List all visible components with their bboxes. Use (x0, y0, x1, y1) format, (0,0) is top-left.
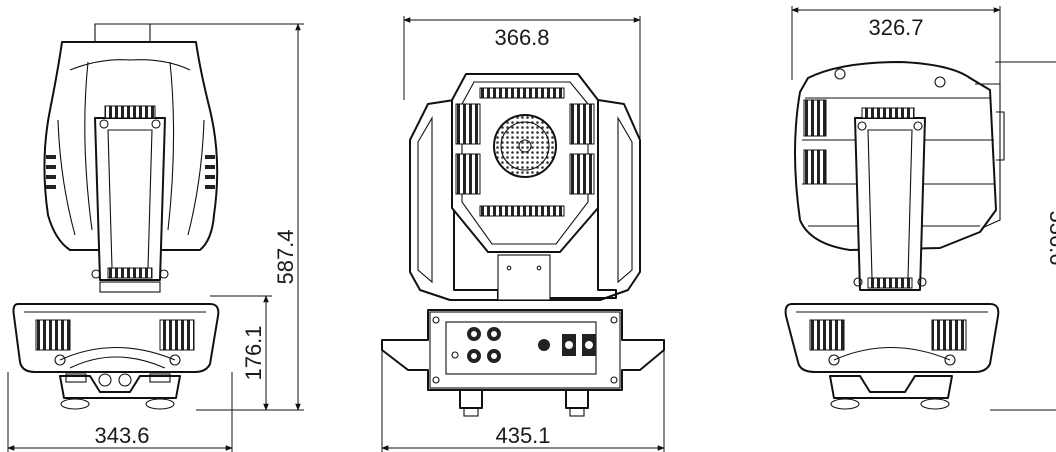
right-top-width-label: 326.7 (868, 15, 923, 40)
side-yoke-arm (94, 117, 166, 281)
side-base-width-label: 343.6 (94, 423, 149, 448)
front-view: 366.8 435.1 (381, 16, 665, 452)
front-base-width-label: 435.1 (495, 423, 550, 448)
front-top-width-label: 366.8 (494, 25, 549, 50)
right-height-label: 536.6 (1045, 210, 1056, 265)
front-fan-icon (493, 114, 557, 178)
side-view: 587.4 176.1 343.6 (7, 23, 304, 452)
right-view: 326.7 536.6 (784, 6, 1056, 411)
side-base-height-label: 176.1 (241, 325, 266, 380)
front-fuse-icon (538, 339, 550, 351)
front-xlr-connectors (467, 327, 501, 363)
side-height-label: 587.4 (273, 229, 298, 284)
